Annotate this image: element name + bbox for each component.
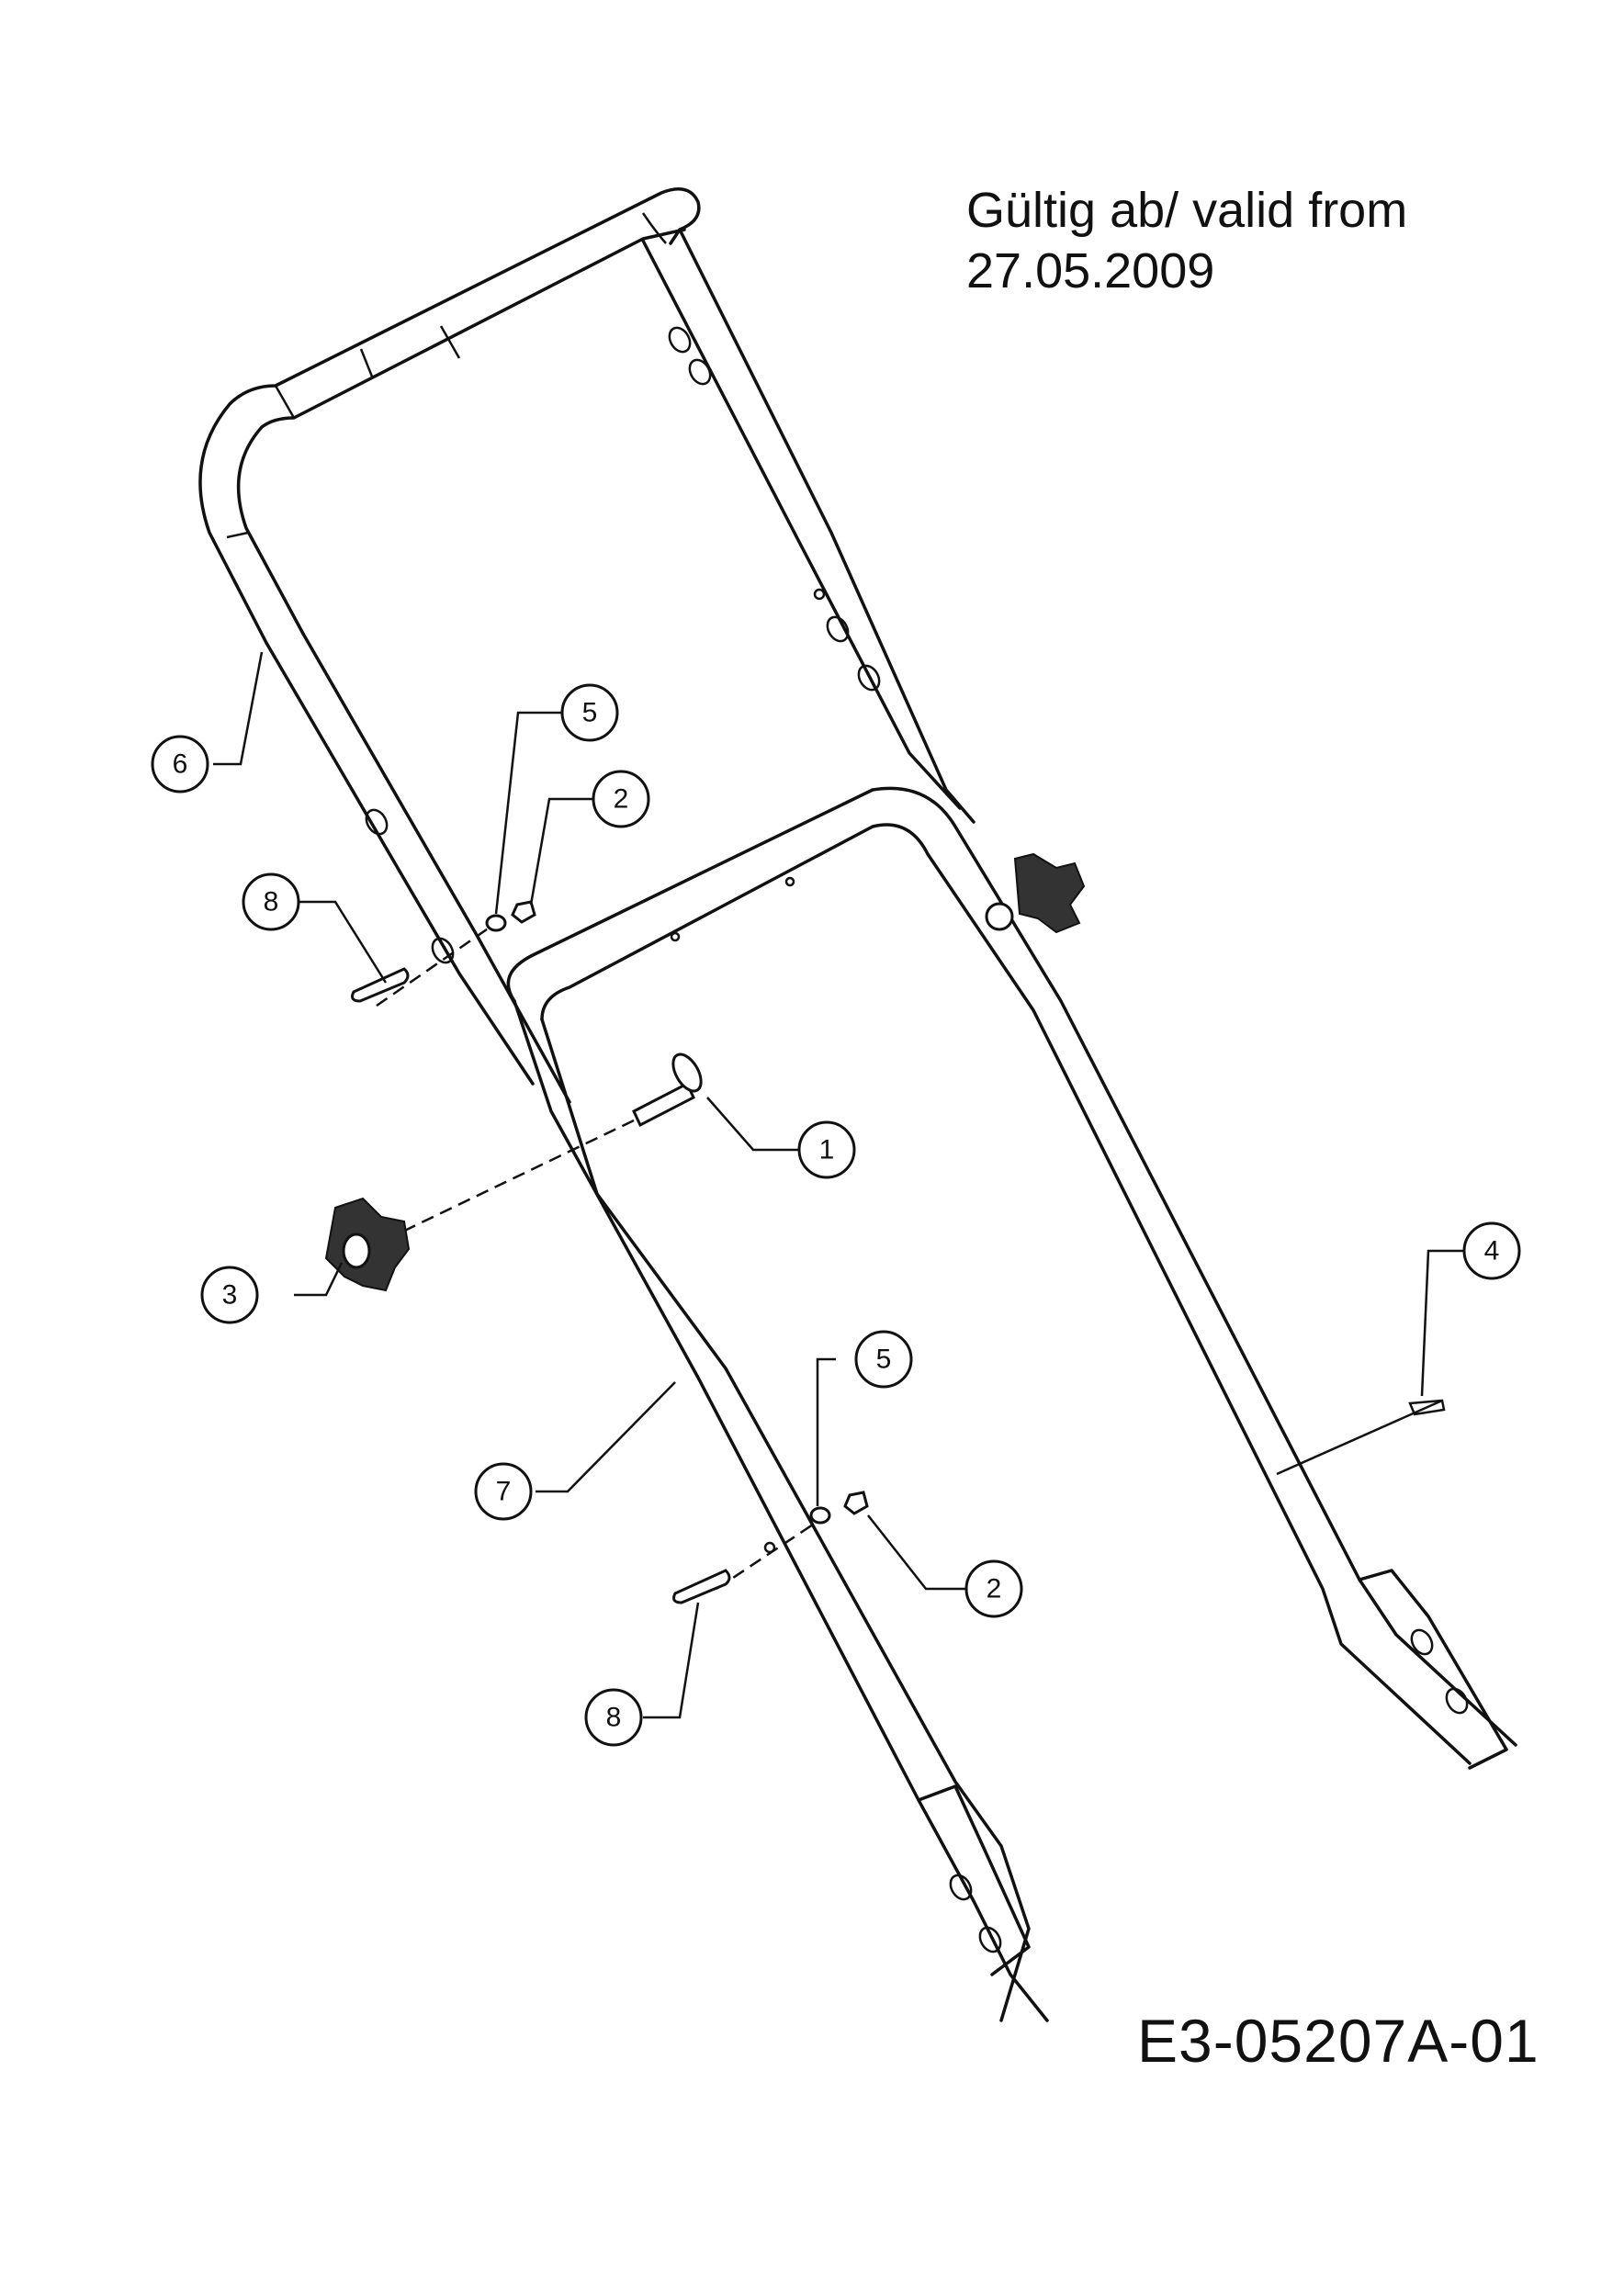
callout-5-upper: 5 [560, 683, 619, 742]
washer-nut-set-upper [376, 900, 536, 1007]
clevis-pin-lower [672, 1569, 731, 1604]
callout-6-label: 6 [173, 749, 188, 780]
callout-5-lower-label: 5 [876, 1345, 892, 1375]
callout-1: 1 [797, 1120, 856, 1179]
callout-4: 4 [1462, 1221, 1521, 1280]
callout-3: 3 [200, 1266, 259, 1324]
cable-tie [1276, 1399, 1446, 1476]
callout-2-upper: 2 [592, 770, 650, 828]
callout-7: 7 [474, 1462, 533, 1521]
carriage-bolt [394, 1052, 703, 1237]
washer-nut-set-lower [716, 1491, 869, 1591]
clevis-pin-upper [351, 967, 410, 1003]
callout-8-upper-label: 8 [264, 887, 279, 917]
callout-4-label: 4 [1484, 1236, 1500, 1266]
callout-8-lower: 8 [584, 1688, 643, 1747]
valid-from-note: Gültig ab/ valid from 27.05.2009 [966, 180, 1407, 301]
callout-5-lower: 5 [854, 1330, 913, 1389]
callout-5-upper-label: 5 [582, 698, 598, 728]
callout-1-label: 1 [819, 1135, 835, 1165]
drawing-code: E3-05207A-01 [1137, 2007, 1539, 2075]
callout-7-label: 7 [496, 1477, 512, 1507]
callout-3-label: 3 [222, 1280, 238, 1311]
lower-handle [506, 786, 1517, 2022]
callout-8-lower-label: 8 [606, 1703, 622, 1733]
leader-lines [213, 651, 1464, 1719]
upper-handle [198, 187, 976, 1104]
callout-6: 6 [151, 735, 209, 793]
valid-from-label: Gültig ab/ valid from [966, 183, 1408, 238]
valid-from-date: 27.05.2009 [966, 243, 1215, 298]
callout-2-upper-label: 2 [614, 784, 629, 815]
star-knob [324, 1197, 411, 1292]
callout-8-upper: 8 [242, 872, 300, 931]
callout-2-lower-label: 2 [987, 1574, 1002, 1604]
callout-2-lower: 2 [964, 1559, 1023, 1618]
